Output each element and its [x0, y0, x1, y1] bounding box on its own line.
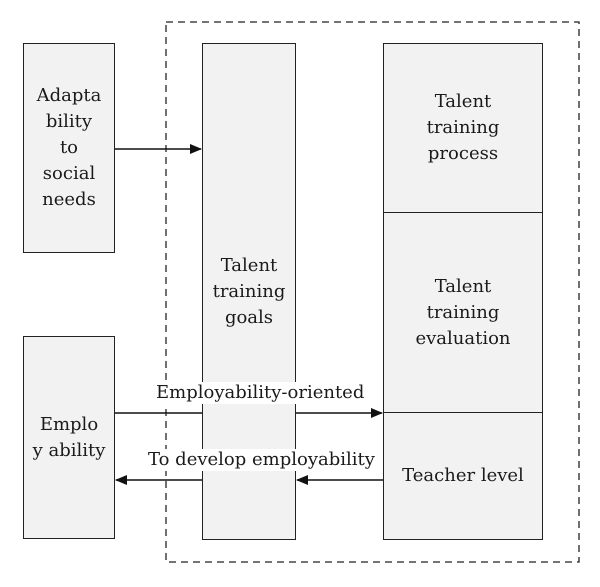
adaptability-label: Adapta bility to social needs — [36, 85, 102, 210]
talent-training-evaluation-label: Talent training evaluation — [415, 275, 511, 349]
teacher-level-label: Teacher level — [402, 465, 524, 486]
dashed-system-boundary — [165, 21, 580, 563]
employability-label: Emplo y ability — [32, 413, 106, 461]
adaptability-box: Adapta bility to social needs — [23, 43, 115, 253]
talent-training-evaluation-cell: Talent training evaluation — [384, 213, 542, 413]
employability-box: Emplo y ability — [23, 336, 115, 539]
training-components-stack: Talent training process Talent training … — [383, 43, 543, 540]
teacher-level-cell: Teacher level — [384, 413, 542, 539]
talent-training-process-label: Talent training process — [426, 91, 500, 164]
talent-training-process-cell: Talent training process — [384, 44, 542, 213]
talent-training-goals-label: Talent training goals — [212, 254, 286, 328]
employability-oriented-edge-label: Employability-oriented — [154, 382, 367, 404]
develop-employability-edge-label: To develop employability — [146, 449, 377, 471]
